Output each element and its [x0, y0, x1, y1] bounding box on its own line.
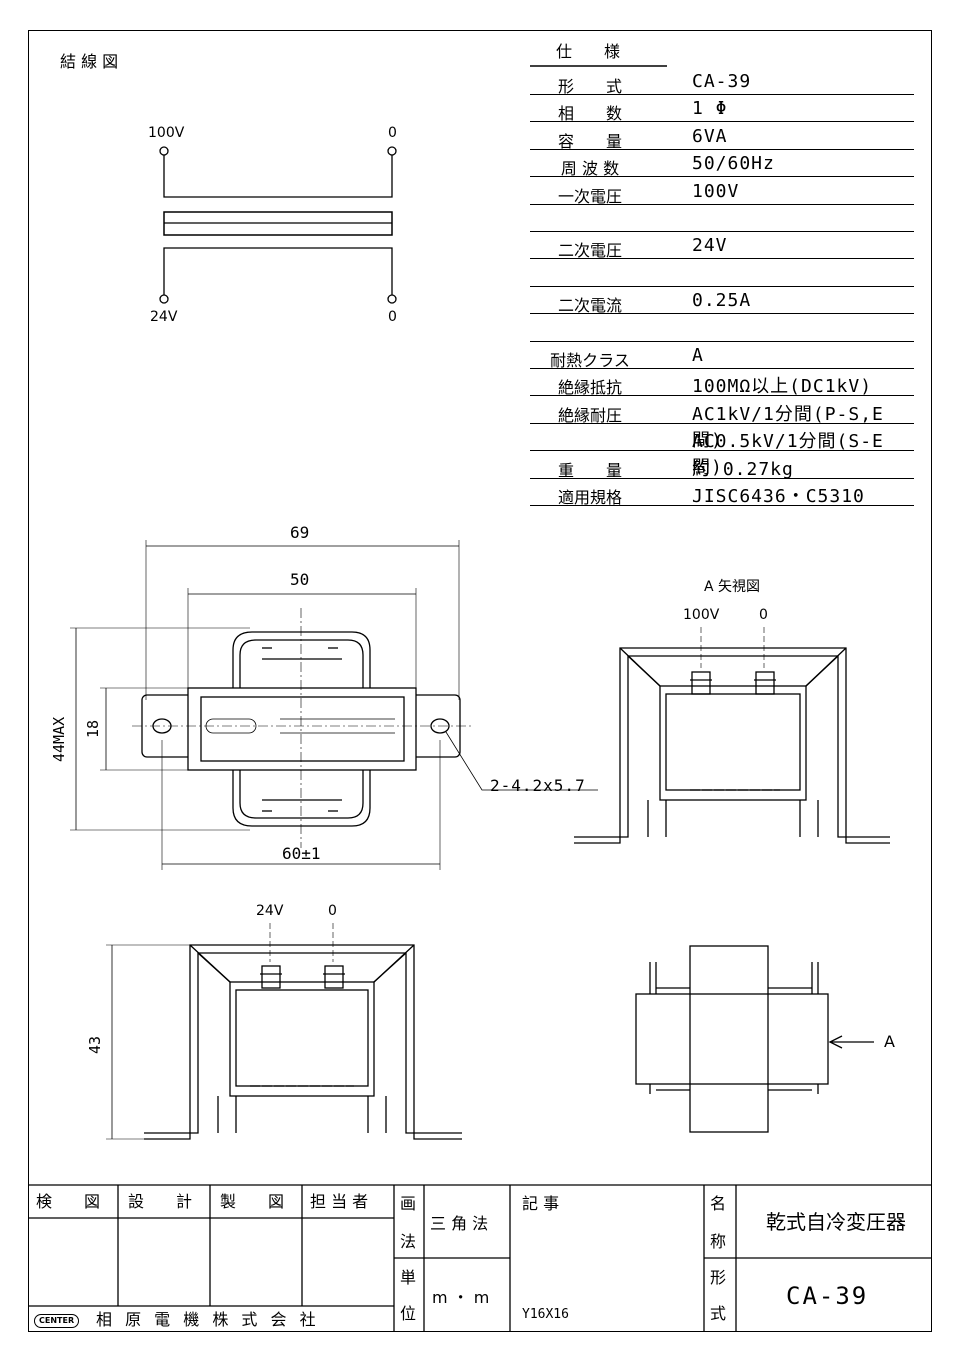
spec-row-value: CA-39: [692, 71, 752, 92]
title-block-lines: [28, 1184, 932, 1332]
tb-name-label-1: 名: [710, 1194, 727, 1213]
tb-name-label-2: 称: [710, 1232, 727, 1251]
dim-50: 50: [290, 570, 310, 589]
spec-row-value: JISC6436・C5310: [692, 486, 865, 507]
spec-row-value: A: [692, 345, 704, 366]
spec-row: [530, 204, 914, 232]
tb-draw: 製 図: [220, 1192, 285, 1211]
hole-note: 2-4.2x5.7: [490, 776, 586, 795]
spec-row: 相 数 1 Φ: [530, 94, 914, 124]
tb-notes-code: Y16X16: [522, 1307, 569, 1322]
view-a-right-terminal: 0: [759, 607, 768, 623]
tb-charge: 担 当 者: [310, 1192, 369, 1211]
view-a-title: A 矢視図: [704, 579, 761, 595]
tb-name-value: 乾式自冷変圧器: [766, 1210, 906, 1234]
tb-method-value: 三 角 法: [430, 1214, 489, 1233]
spec-row: 容 量 6VA: [530, 122, 914, 151]
spec-row: 二次電圧 24V: [530, 231, 914, 261]
tb-unit-label-2: 位: [400, 1304, 417, 1323]
wiring-diagram: [159, 146, 397, 304]
dim-43: 43: [86, 1035, 104, 1054]
side-view: [635, 945, 874, 1133]
tb-unit-label-1: 単: [400, 1268, 417, 1287]
spec-row-label: 相 数: [557, 104, 622, 124]
spec-row-value: 約 0.27kg: [692, 458, 794, 480]
company-logo: CENTER: [34, 1314, 80, 1328]
tb-company: 相 原 電 機 株 式 会 社: [96, 1310, 320, 1329]
tb-model-value: CA-39: [786, 1282, 869, 1310]
spec-row-value: 50/60Hz: [692, 153, 775, 175]
spec-row: 二次電流 0.25A: [530, 286, 914, 316]
drawing-sheet-border: [28, 30, 932, 1332]
spec-row-label: 適用規格: [557, 488, 622, 507]
top-view: [70, 540, 598, 870]
wiring-primary-left-label: 100V: [148, 125, 185, 141]
front-view: [106, 923, 462, 1140]
spec-row: 絶縁耐圧 AC1kV/1分間(P-S,E間): [530, 396, 914, 451]
spec-row: 耐熱クラス A: [530, 341, 914, 370]
tb-notes-label: 記 事: [522, 1194, 560, 1213]
spec-row-value: 6VA: [692, 125, 728, 147]
dim-69: 69: [290, 523, 310, 542]
spec-header: 仕 様: [556, 42, 621, 61]
tb-method-label-2: 法: [400, 1232, 417, 1251]
wiring-primary-right-label: 0: [388, 125, 397, 141]
spec-row-value: 100MΩ以上(DC1kV): [692, 376, 873, 398]
spec-row-label: 二次電圧: [557, 241, 622, 261]
wiring-secondary-left-label: 24V: [150, 309, 178, 325]
spec-row-label: 周 波 数: [560, 159, 620, 179]
spec-row-label: 一次電圧: [557, 186, 622, 206]
spec-row: [530, 259, 914, 287]
spec-row-label: 重 量: [557, 460, 622, 480]
spec-row-value: 0.25A: [692, 290, 752, 312]
view-a-left-terminal: 100V: [683, 607, 720, 623]
tb-model-label-2: 式: [710, 1304, 727, 1323]
front-left-terminal: 24V: [256, 903, 284, 919]
wiring-secondary-right-label: 0: [388, 309, 397, 325]
tb-model-label-1: 形: [710, 1268, 727, 1287]
spec-row: 一次電圧 100V: [530, 177, 914, 206]
spec-row-label: 二次電流: [557, 296, 622, 316]
spec-row-value: AC1kV/1分間(P-S,E間): [692, 403, 884, 451]
spec-row: 重 量 約 0.27kg: [530, 451, 914, 480]
spec-row-label: 絶縁耐圧: [557, 405, 622, 425]
tb-method-label-1: 画: [400, 1194, 417, 1213]
dim-18: 18: [84, 719, 102, 738]
spec-row: 周 波 数 50/60Hz: [530, 149, 914, 179]
spec-row-value: 24V: [692, 235, 728, 257]
tb-design: 設 計: [128, 1192, 193, 1211]
spec-row-label: 形 式: [557, 77, 622, 96]
front-right-terminal: 0: [328, 903, 337, 919]
spec-row-value: 100V: [692, 180, 740, 202]
spec-row: AC0.5kV/1分間(S-E間): [530, 423, 914, 478]
spec-row-label: 絶縁抵抗: [557, 378, 622, 398]
spec-row: 適用規格 JISC6436・C5310: [530, 478, 914, 507]
arrow-a-label: A: [884, 1032, 895, 1051]
tb-check: 検 図: [36, 1192, 101, 1211]
spec-row: 形 式 CA-39: [530, 67, 914, 96]
spec-row-label: 容 量: [557, 131, 622, 151]
spec-row: [530, 314, 914, 342]
spec-row-value: AC0.5kV/1分間(S-E間): [692, 431, 884, 479]
view-a: [574, 627, 890, 844]
tb-unit-value: m ・ m: [432, 1288, 490, 1307]
spec-row-value: 1 Φ: [692, 98, 728, 120]
spec-row: 絶縁抵抗 100MΩ以上(DC1kV): [530, 368, 914, 398]
dim-44max: 44MAX: [50, 716, 68, 762]
wiring-diagram-title: 結 線 図: [60, 52, 119, 71]
spec-row-label: 耐熱クラス: [550, 351, 630, 370]
dim-60: 60±1: [282, 844, 321, 863]
